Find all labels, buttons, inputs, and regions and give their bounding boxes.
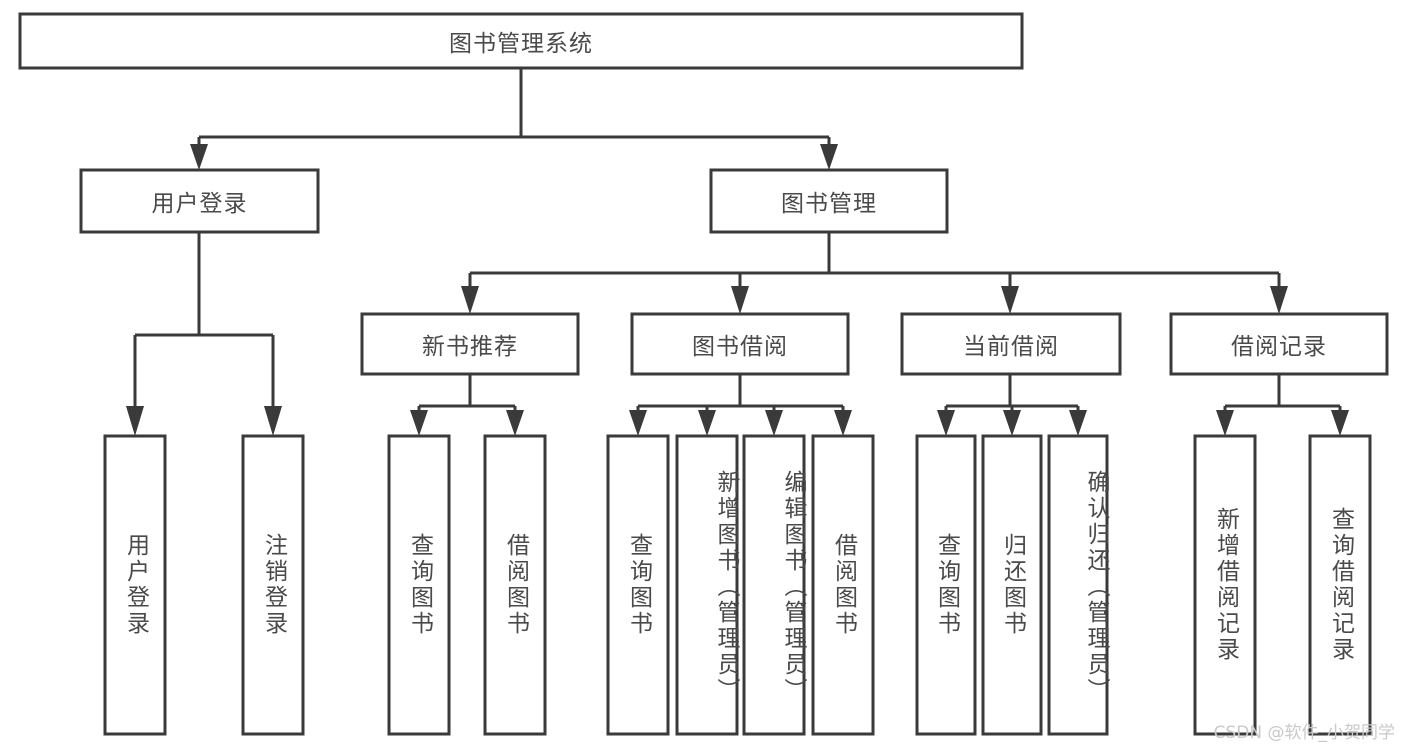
arrow-head-leaf-book-borrow-3 — [834, 410, 852, 436]
arrow-head-leaf-new-book-1 — [506, 410, 524, 436]
leaf-box-book-borrow-3[interactable] — [811, 434, 875, 736]
arrow-head-new-book-recommend — [461, 286, 479, 314]
leaf-box-borrow-record-0[interactable] — [1193, 434, 1257, 736]
arrow-head-leaf-borrow-record-1 — [1331, 410, 1349, 436]
arrow-head-borrow-record — [1270, 286, 1288, 314]
leaf-box-user-login-1[interactable] — [241, 434, 305, 736]
node-box-current-borrow[interactable] — [900, 312, 1122, 376]
leaf-box-book-borrow-2[interactable] — [742, 434, 806, 736]
leaf-box-current-borrow-2[interactable] — [1047, 434, 1109, 736]
arrow-head-current-borrow — [1001, 286, 1019, 314]
node-box-book-borrow[interactable] — [630, 312, 850, 376]
leaf-box-current-borrow-0[interactable] — [915, 434, 977, 736]
arrow-head-leaf-user-login-0 — [126, 406, 144, 436]
arrow-head-leaf-current-borrow-2 — [1069, 410, 1087, 436]
arrow-head-leaf-book-borrow-0 — [629, 410, 647, 436]
node-box-new-book-recommend[interactable] — [360, 312, 580, 376]
node-box-book-management[interactable] — [709, 168, 949, 234]
arrow-head-leaf-borrow-record-0 — [1216, 410, 1234, 436]
arrow-head-leaf-book-borrow-1 — [698, 410, 716, 436]
leaf-box-borrow-record-1[interactable] — [1308, 434, 1372, 736]
leaf-box-new-book-1[interactable] — [483, 434, 547, 736]
node-box-root[interactable] — [18, 12, 1024, 70]
node-box-borrow-record[interactable] — [1169, 312, 1389, 376]
arrow-head-leaf-current-borrow-0 — [937, 410, 955, 436]
node-box-user-login[interactable] — [79, 168, 320, 234]
leaf-box-current-borrow-1[interactable] — [981, 434, 1043, 736]
arrow-head-user-login — [190, 144, 208, 170]
arrow-head-book-borrow — [731, 286, 749, 314]
arrow-head-leaf-user-login-1 — [264, 406, 282, 436]
leaf-box-book-borrow-0[interactable] — [606, 434, 670, 736]
arrow-head-leaf-book-borrow-2 — [765, 410, 783, 436]
leaf-box-user-login-0[interactable] — [103, 434, 167, 736]
leaf-box-new-book-0[interactable] — [387, 434, 451, 736]
arrow-head-leaf-new-book-0 — [410, 410, 428, 436]
arrow-head-leaf-current-borrow-1 — [1003, 410, 1021, 436]
arrow-head-book-management — [820, 144, 838, 170]
leaf-box-book-borrow-1[interactable] — [675, 434, 739, 736]
